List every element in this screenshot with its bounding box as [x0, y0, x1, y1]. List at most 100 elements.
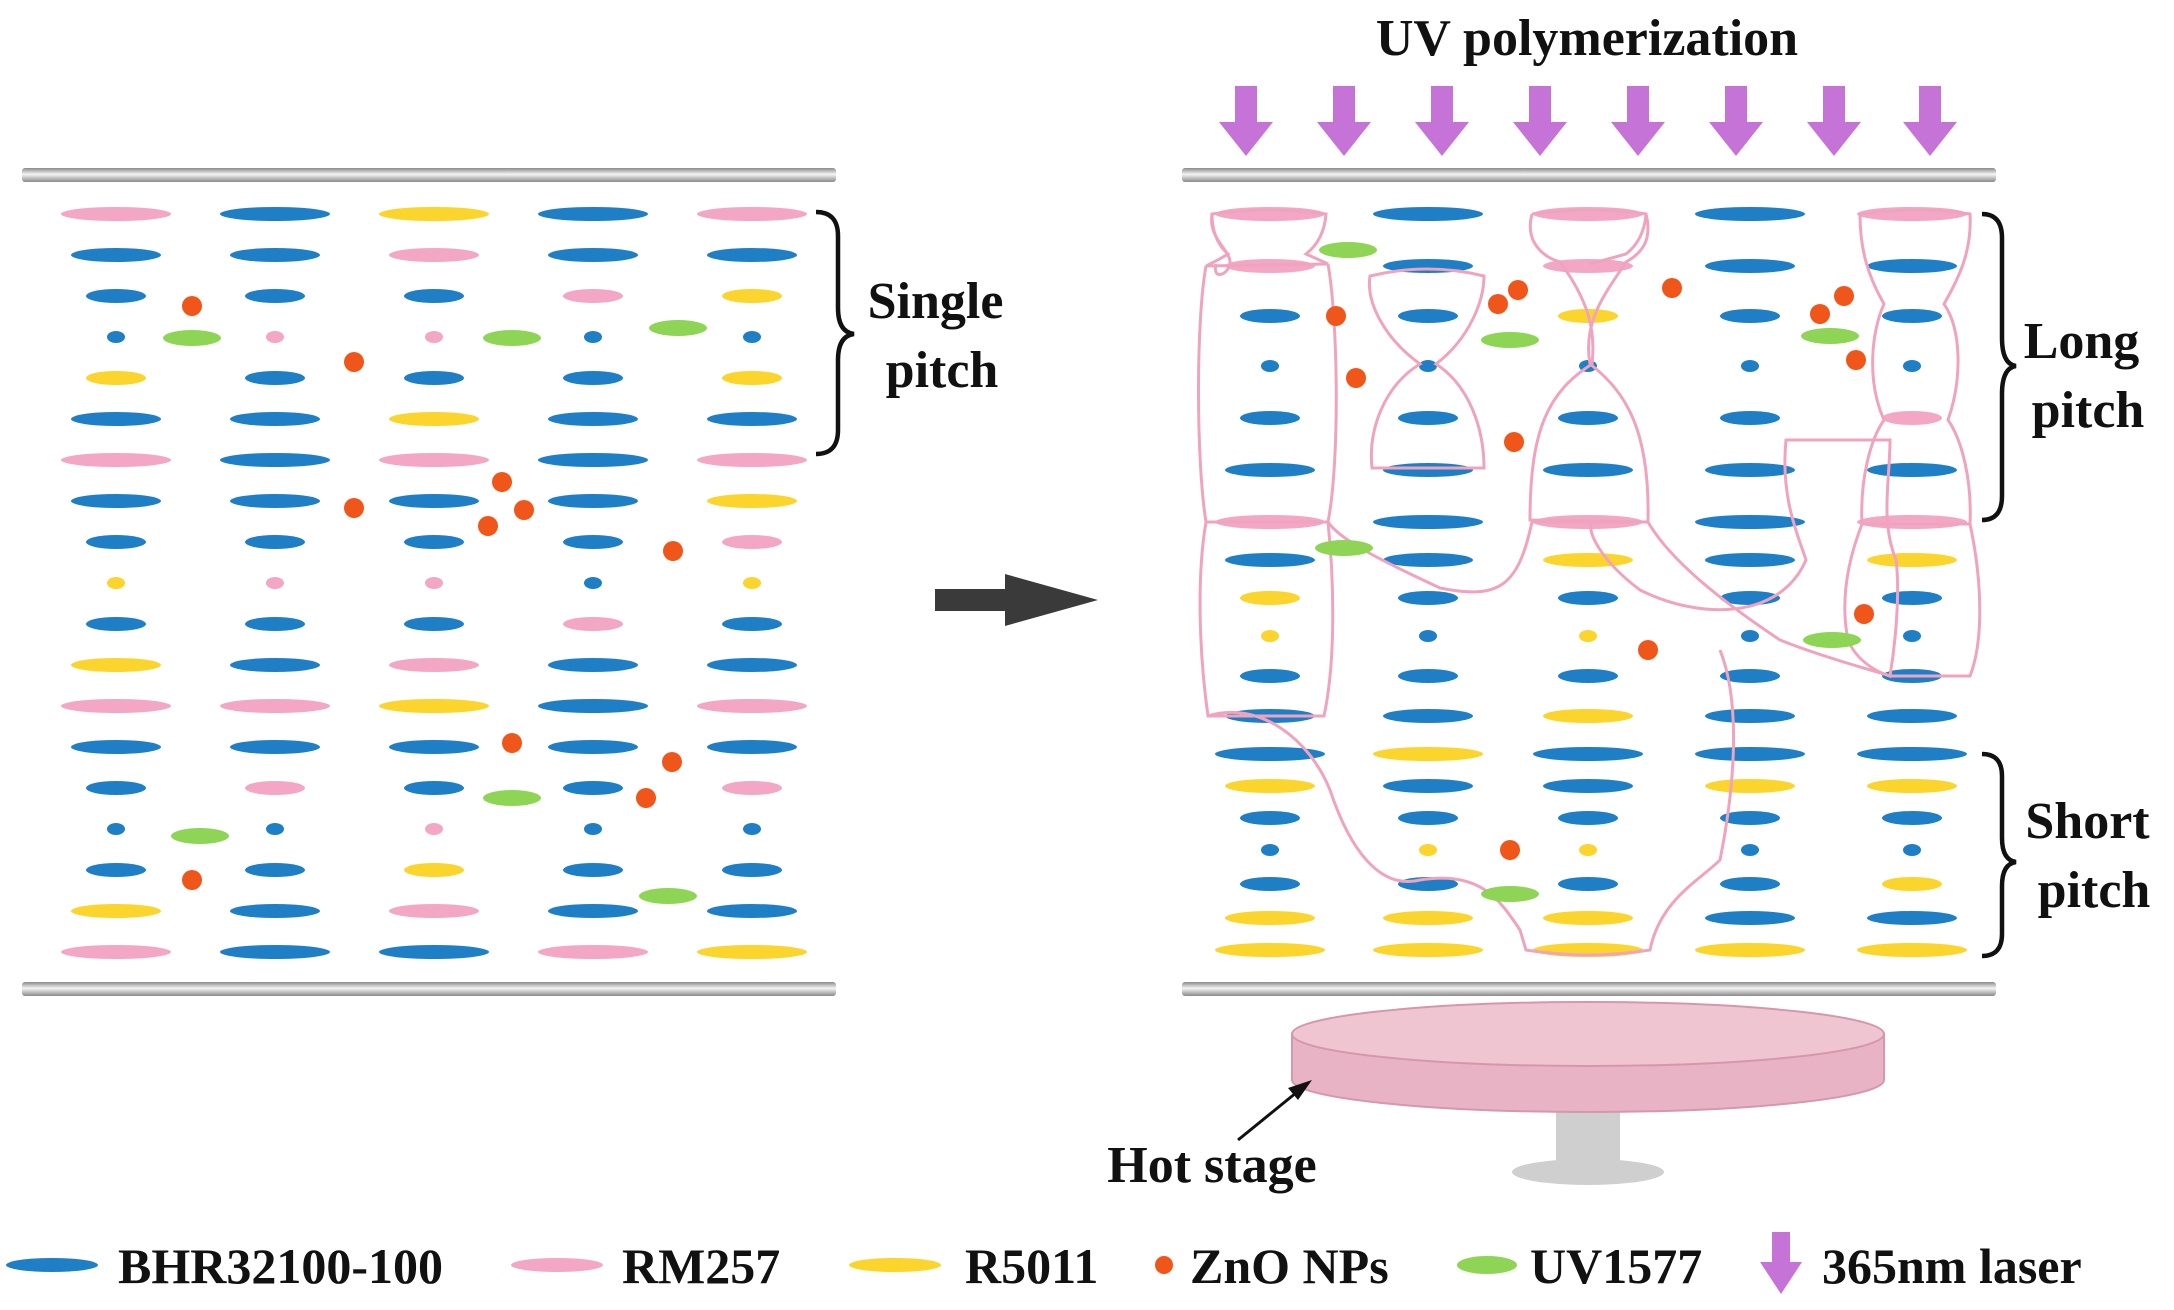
- zno-nanoparticle: [1810, 304, 1830, 324]
- arrow-down-icon: [1415, 86, 1469, 156]
- lc-molecule: [1383, 463, 1473, 477]
- lc-molecule: [425, 577, 443, 589]
- lc-molecule: [1867, 779, 1957, 793]
- uv-polymerization-title: UV polymerization: [1376, 10, 1798, 67]
- lc-molecule: [404, 863, 464, 877]
- lc-molecule: [1867, 709, 1957, 723]
- lc-molecule: [1419, 844, 1437, 856]
- lc-molecule: [379, 699, 489, 713]
- zno-nanoparticle: [514, 500, 534, 520]
- zno-nanoparticle: [636, 788, 656, 808]
- lc-molecule: [1867, 259, 1957, 273]
- long-pitch-label: Long pitch: [2024, 313, 2153, 439]
- zno-nanoparticle: [1504, 432, 1524, 452]
- lc-molecule: [86, 371, 146, 385]
- lc-molecule: [389, 494, 479, 508]
- lc-molecule: [266, 331, 284, 343]
- lc-molecule: [1398, 309, 1458, 323]
- arrow-down-icon: [1513, 86, 1567, 156]
- lc-molecule: [697, 945, 807, 959]
- lc-molecule: [1695, 943, 1805, 957]
- lc-molecule: [1558, 591, 1618, 605]
- lc-molecule: [1215, 747, 1325, 761]
- lc-molecule: [1398, 591, 1458, 605]
- lc-molecule: [1705, 259, 1795, 273]
- lc-molecule: [107, 331, 125, 343]
- lc-molecule: [1225, 779, 1315, 793]
- lc-molecule: [707, 904, 797, 918]
- lc-molecule: [379, 453, 489, 467]
- uv1577-molecule: [1481, 886, 1539, 902]
- lc-molecule: [404, 781, 464, 795]
- lc-molecule: [722, 535, 782, 549]
- lc-molecule: [563, 371, 623, 385]
- lc-molecule: [548, 248, 638, 262]
- lc-molecule: [1383, 911, 1473, 925]
- lc-molecule: [707, 248, 797, 262]
- lc-molecule: [563, 863, 623, 877]
- lc-molecule: [1558, 877, 1618, 891]
- lc-molecule: [230, 412, 320, 426]
- lc-molecule: [230, 904, 320, 918]
- svg-text:BHR32100-100: BHR32100-100: [118, 1238, 443, 1294]
- lc-molecule: [1741, 360, 1759, 372]
- lc-molecule: [697, 699, 807, 713]
- lc-molecule: [1261, 360, 1279, 372]
- lc-molecule: [230, 658, 320, 672]
- lc-molecule: [1720, 309, 1780, 323]
- lc-molecule: [563, 289, 623, 303]
- lc-molecule: [1240, 591, 1300, 605]
- zno-nanoparticle: [662, 752, 682, 772]
- lc-molecule: [389, 248, 479, 262]
- lc-molecule: [1903, 630, 1921, 642]
- right-top-glass: [1182, 168, 1996, 182]
- lc-molecule: [722, 617, 782, 631]
- zno-nanoparticle: [1638, 640, 1658, 660]
- lc-molecule: [245, 863, 305, 877]
- lc-molecule: [1398, 811, 1458, 825]
- short-pitch-brace: [1981, 751, 2017, 959]
- lc-molecule: [1373, 943, 1483, 957]
- svg-text:365nm laser: 365nm laser: [1822, 1238, 2082, 1294]
- lc-molecule: [1867, 553, 1957, 567]
- lc-molecule: [1867, 911, 1957, 925]
- lc-molecule: [548, 658, 638, 672]
- lc-molecule: [1903, 844, 1921, 856]
- lc-molecule: [1543, 463, 1633, 477]
- lc-molecule: [245, 371, 305, 385]
- lc-molecule: [1579, 630, 1597, 642]
- lc-molecule: [707, 740, 797, 754]
- network-col5-top: [1858, 208, 1972, 526]
- lc-molecule: [1857, 747, 1967, 761]
- svg-text:R5011: R5011: [965, 1238, 1098, 1294]
- lc-molecule: [86, 863, 146, 877]
- network-cell-col2-upper: [1367, 267, 1486, 470]
- lc-molecule: [220, 207, 330, 221]
- lc-molecule: [538, 207, 648, 221]
- lc-molecule: [1383, 779, 1473, 793]
- left-top-glass: [22, 168, 836, 182]
- lc-molecule: [71, 248, 161, 262]
- lc-molecule: [1383, 553, 1473, 567]
- lc-molecule: [1558, 669, 1618, 683]
- polymer-network: [1197, 208, 1982, 957]
- uv1577-molecule: [1319, 242, 1377, 258]
- lc-molecule: [1705, 463, 1795, 477]
- process-arrow: [935, 574, 1098, 626]
- lc-molecule: [425, 823, 443, 835]
- lc-molecule: [86, 617, 146, 631]
- uv1577-molecule: [1803, 632, 1861, 648]
- lc-molecule: [1857, 943, 1967, 957]
- lc-molecule: [538, 945, 648, 959]
- right-particles: [1315, 242, 1874, 902]
- lc-molecule: [743, 331, 761, 343]
- lc-molecule: [1543, 779, 1633, 793]
- lc-molecule: [1240, 411, 1300, 425]
- lc-molecule: [1720, 669, 1780, 683]
- lc-molecule: [230, 740, 320, 754]
- lc-molecule: [1857, 515, 1967, 529]
- lc-molecule: [1705, 911, 1795, 925]
- zno-nanoparticle: [1508, 280, 1528, 300]
- lc-molecule: [389, 904, 479, 918]
